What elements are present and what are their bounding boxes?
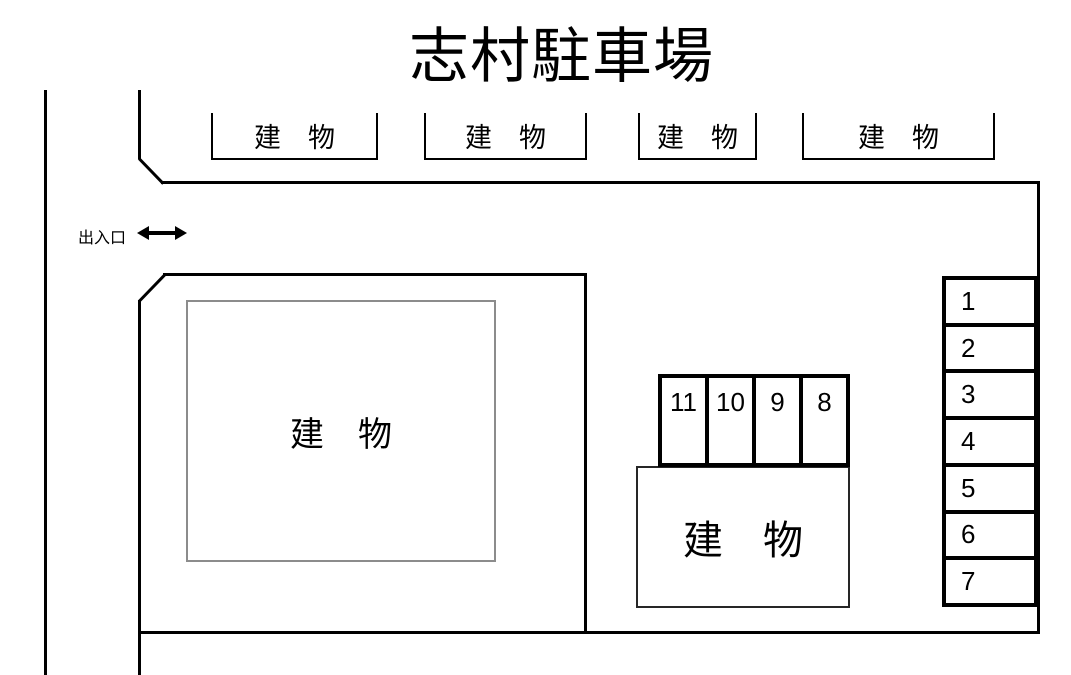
left-block-diagonal-line bbox=[137, 273, 167, 303]
lot-top-line bbox=[161, 181, 1040, 184]
space-number: 4 bbox=[961, 426, 976, 457]
space-number: 1 bbox=[961, 285, 976, 316]
middle-building-box: 建 物 bbox=[636, 466, 850, 608]
space-number: 2 bbox=[961, 332, 976, 363]
building-box-top-4: 建 物 bbox=[802, 113, 995, 160]
parking-space-9: 9 bbox=[752, 378, 799, 463]
parking-space-11: 11 bbox=[662, 378, 705, 463]
building-label: 建 物 bbox=[657, 123, 738, 153]
building-box-top-3: 建 物 bbox=[638, 113, 757, 160]
parking-space-6: 6 bbox=[946, 509, 1034, 557]
parking-space-8: 8 bbox=[799, 378, 846, 463]
arrow-head-right bbox=[175, 226, 187, 240]
middle-parking-row: 11 10 9 8 bbox=[658, 374, 850, 467]
building-label: 建 物 bbox=[465, 123, 546, 153]
space-number: 8 bbox=[817, 387, 832, 417]
lot-left-lower-line bbox=[138, 300, 141, 675]
parking-space-10: 10 bbox=[705, 378, 752, 463]
lot-bottom-line bbox=[138, 631, 1040, 634]
lot-right-line bbox=[1037, 181, 1040, 634]
right-parking-column: 1 2 3 4 5 6 7 bbox=[942, 276, 1038, 607]
building-box-top-2: 建 物 bbox=[424, 113, 587, 160]
parking-space-2: 2 bbox=[946, 322, 1034, 370]
parking-space-5: 5 bbox=[946, 462, 1034, 510]
page-title: 志村駐車場 bbox=[409, 23, 714, 90]
parking-space-4: 4 bbox=[946, 416, 1034, 463]
arrow-shaft bbox=[146, 231, 178, 235]
parking-space-7: 7 bbox=[946, 556, 1034, 603]
space-number: 9 bbox=[770, 387, 785, 417]
space-number: 5 bbox=[961, 472, 976, 503]
space-number: 10 bbox=[716, 387, 745, 417]
building-label: 建 物 bbox=[290, 415, 392, 454]
space-number: 11 bbox=[670, 387, 697, 417]
space-number: 6 bbox=[961, 519, 976, 550]
parking-space-3: 3 bbox=[946, 369, 1034, 416]
lot-left-upper-line bbox=[138, 90, 141, 159]
space-number: 3 bbox=[961, 379, 976, 410]
building-label: 建 物 bbox=[858, 123, 939, 153]
building-box-top-1: 建 物 bbox=[211, 113, 378, 160]
street-left-line bbox=[44, 90, 47, 675]
entrance-label: 出入口 bbox=[78, 230, 127, 247]
left-right-double-arrow-icon bbox=[137, 226, 187, 240]
arrow-head-left bbox=[137, 226, 149, 240]
building-label: 建 物 bbox=[254, 123, 335, 153]
space-number: 7 bbox=[961, 566, 976, 597]
parking-space-1: 1 bbox=[946, 280, 1034, 323]
left-building-box: 建 物 bbox=[186, 300, 496, 562]
left-block-right-line bbox=[584, 273, 587, 634]
left-block-top-line bbox=[163, 273, 587, 276]
building-label: 建 物 bbox=[683, 519, 803, 563]
